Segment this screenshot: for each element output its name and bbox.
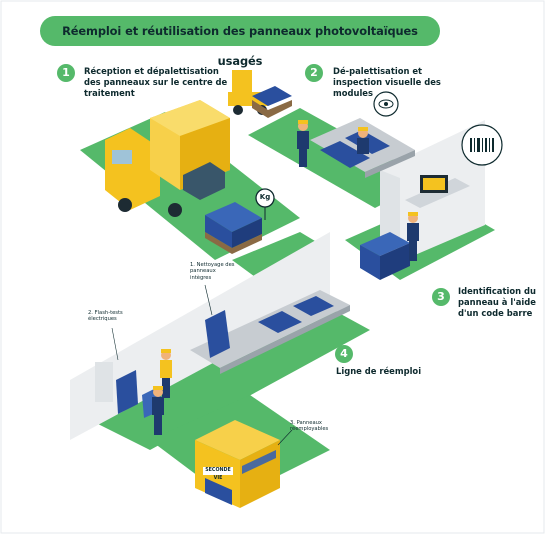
barcode-icon xyxy=(461,124,503,166)
step-label-4: Ligne de réemploi xyxy=(336,366,422,376)
reuse-conveyor xyxy=(190,290,350,374)
floor-connector xyxy=(232,232,330,282)
pallet-stack xyxy=(205,202,262,254)
shop-sign: SECONDE VIE xyxy=(205,468,231,481)
worker xyxy=(152,386,164,435)
flash-test-label: 2. Flash-tests électriques xyxy=(88,310,123,323)
forklift xyxy=(228,70,292,118)
step-number-4: 4 xyxy=(335,345,353,363)
step-label-1: Réception et dépalettisation des panneau… xyxy=(84,66,228,98)
step-label-2: Dé-palettisation et inspection visuelle … xyxy=(333,66,441,98)
step-number-1: 1 xyxy=(57,64,75,82)
weight-label: Kg xyxy=(259,193,271,201)
page-title: Réemploi et réutilisation des panneaux p… xyxy=(62,24,418,68)
reusable-label: 3. Panneaux réemployables xyxy=(290,420,329,433)
step-number-2: 2 xyxy=(305,64,323,82)
worker xyxy=(160,349,172,398)
truck xyxy=(105,100,230,217)
worker xyxy=(297,120,309,167)
step-number-3: 3 xyxy=(432,288,450,306)
worker xyxy=(407,212,419,261)
barcode-station xyxy=(360,175,470,280)
title-banner: Réemploi et réutilisation des panneaux p… xyxy=(40,16,440,68)
eye-icon xyxy=(373,91,399,117)
shop xyxy=(195,420,280,508)
worker xyxy=(357,127,369,154)
step-label-3: Identification du panneau à l'aide d'un … xyxy=(458,286,536,318)
cleaning-label: 1. Nettoyage des panneaux intègres xyxy=(190,262,235,281)
